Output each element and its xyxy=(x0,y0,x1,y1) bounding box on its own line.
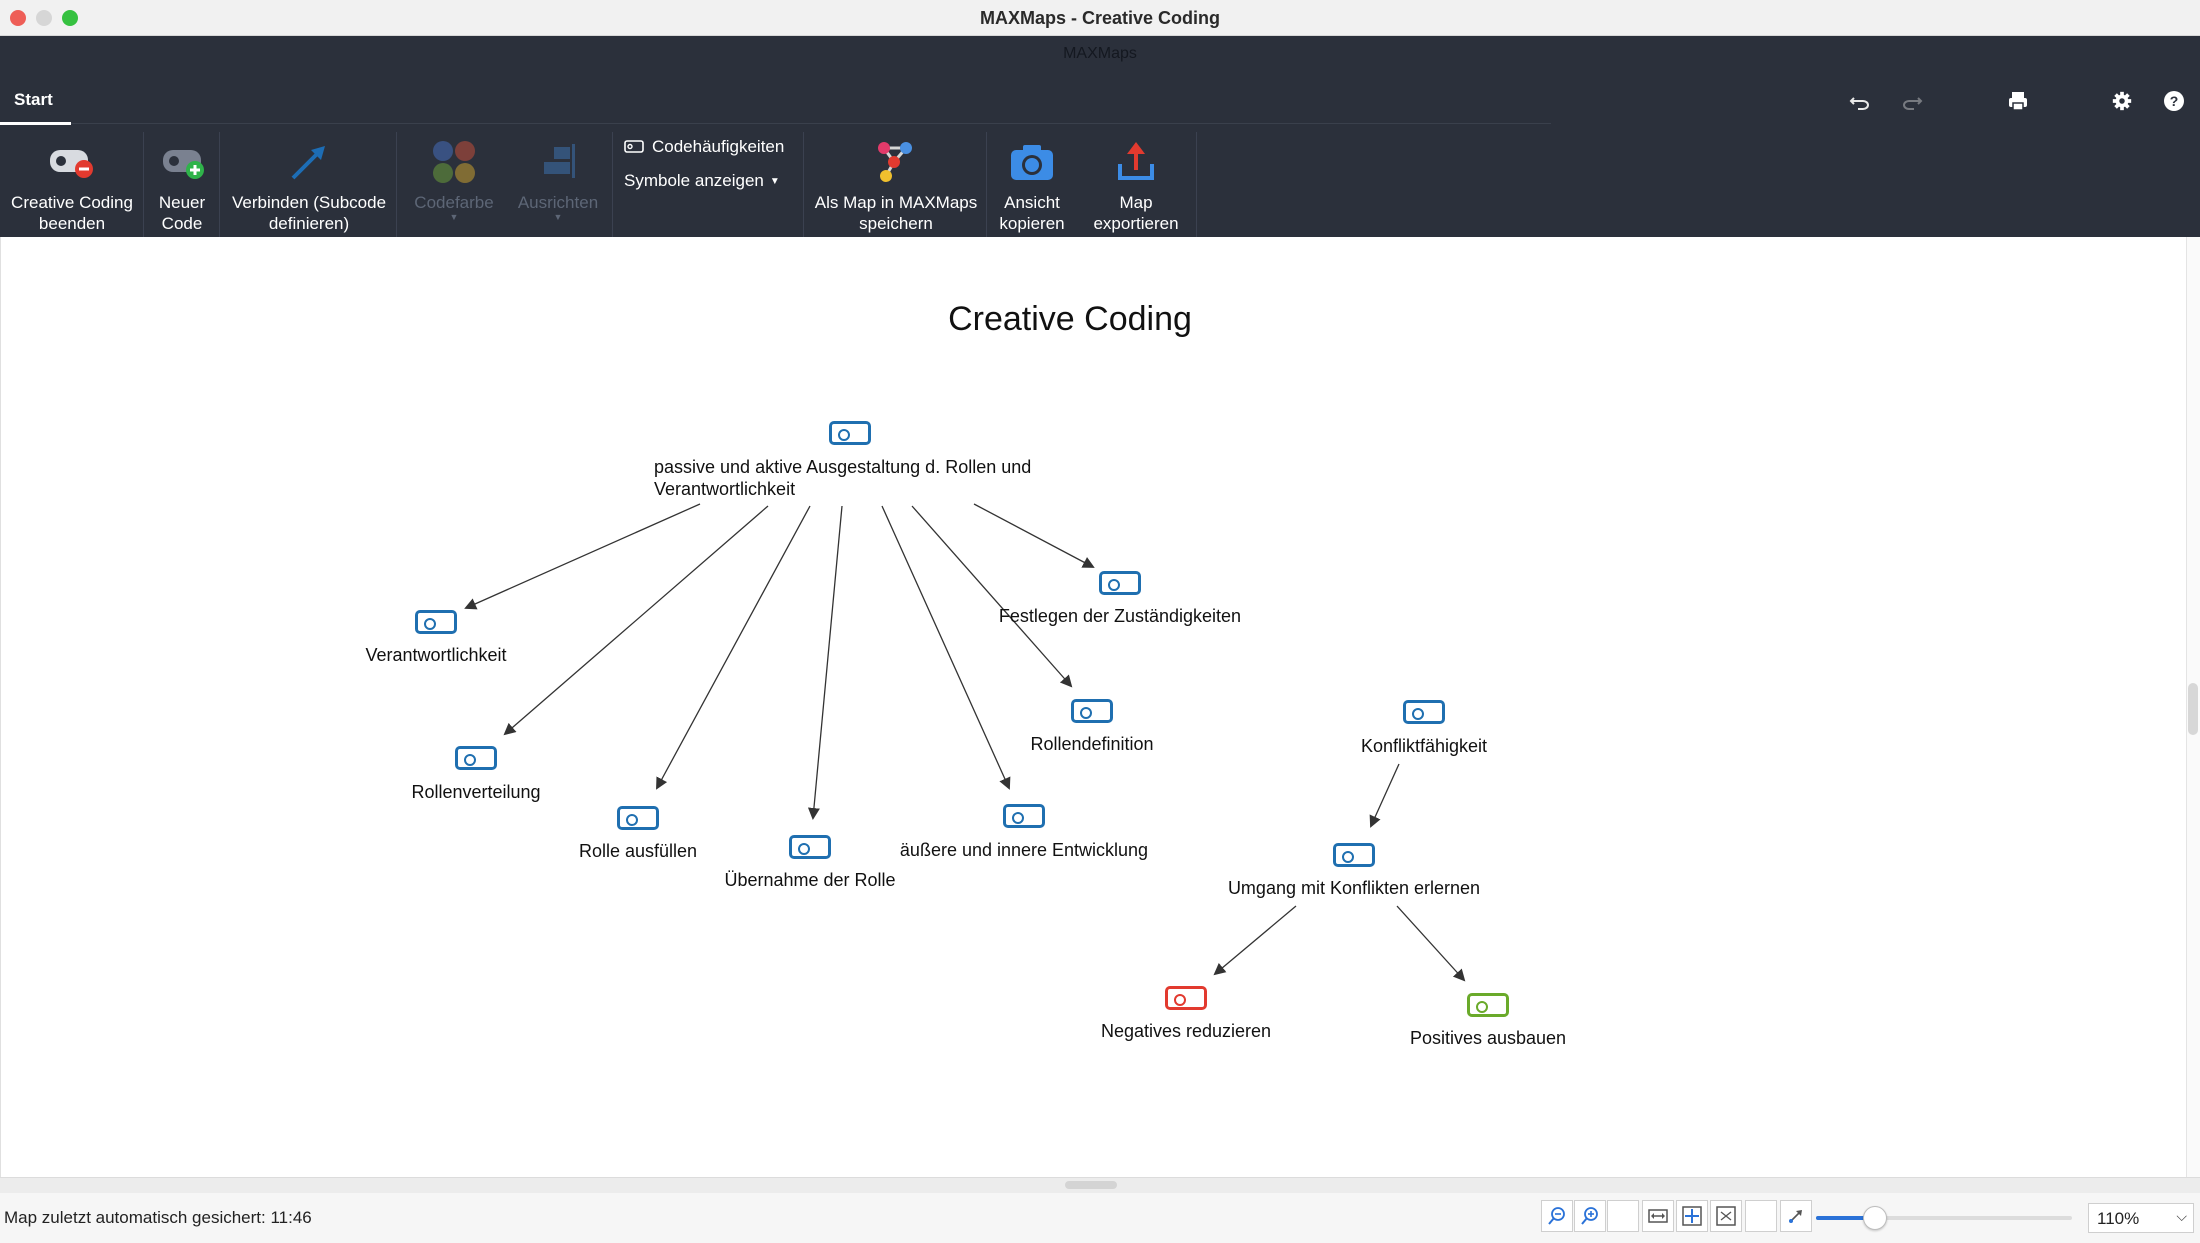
title-bar: MAXMaps - Creative Coding xyxy=(0,0,2200,36)
node-root-label[interactable]: passive und aktive Ausgestaltung d. Roll… xyxy=(654,457,1032,499)
align-icon xyxy=(508,132,608,192)
code-icon[interactable] xyxy=(1165,986,1207,1010)
code-icon[interactable] xyxy=(415,610,457,634)
align-button[interactable]: Ausrichten ▼ xyxy=(508,132,608,222)
connect-arrow-icon xyxy=(224,132,394,192)
code-icon[interactable] xyxy=(617,806,659,830)
code-frequencies-toggle[interactable]: Codehäufigkeiten xyxy=(624,137,784,157)
code-icon[interactable] xyxy=(1467,993,1509,1017)
maximize-window-button[interactable] xyxy=(62,10,78,26)
code-icon[interactable] xyxy=(1003,804,1045,828)
zoom-blank-button[interactable] xyxy=(1607,1200,1639,1232)
zoom-in-icon xyxy=(1581,1207,1598,1225)
node-uebernahme-label[interactable]: Übernahme der Rolle xyxy=(724,870,896,890)
node-verantwortlichkeit-label[interactable]: Verantwortlichkeit xyxy=(365,645,507,665)
zoom-in-button[interactable] xyxy=(1574,1200,1606,1232)
code-icon[interactable] xyxy=(1099,571,1141,595)
zoom-slider-fill xyxy=(1816,1216,1875,1220)
node-zustaendigkeiten-label[interactable]: Festlegen der Zuständigkeiten xyxy=(998,606,1242,626)
new-code-button[interactable]: Neuer Code xyxy=(150,132,214,234)
node-positives-label[interactable]: Positives ausbauen xyxy=(1409,1028,1567,1048)
code-icon[interactable] xyxy=(1333,843,1375,867)
export-upload-icon xyxy=(1086,132,1186,192)
color-palette-icon xyxy=(404,132,504,192)
node-umgang-label[interactable]: Umgang mit Konflikten erlernen xyxy=(1227,878,1481,898)
connect-subcode-button[interactable]: Verbinden (Subcode definieren) xyxy=(224,132,394,234)
zoom-level-select[interactable]: 110% ⌵ xyxy=(2088,1203,2194,1233)
zoom-slider-handle[interactable] xyxy=(1863,1206,1887,1230)
maxmaps-icon xyxy=(810,132,982,192)
show-symbols-dropdown[interactable]: Symbole anzeigen ▼ xyxy=(624,171,780,190)
chevron-down-icon: ▼ xyxy=(769,175,780,187)
code-icon[interactable] xyxy=(455,746,497,770)
print-icon[interactable] xyxy=(2005,88,2031,114)
fit-width-icon xyxy=(1648,1209,1668,1223)
zoom-out-icon xyxy=(1548,1207,1565,1225)
save-as-map-button[interactable]: Als Map in MAXMaps speichern xyxy=(810,132,982,234)
zoom-blank-button-2[interactable] xyxy=(1745,1200,1777,1232)
camera-icon xyxy=(992,132,1072,192)
code-icon[interactable] xyxy=(829,421,871,445)
new-code-icon xyxy=(150,132,214,192)
window-title: MAXMaps - Creative Coding xyxy=(979,8,1221,28)
node-entwicklung-label[interactable]: äußere und innere Entwicklung xyxy=(899,840,1149,860)
vertical-scroll-thumb[interactable] xyxy=(2188,683,2198,735)
tab-active-indicator xyxy=(0,122,71,125)
code-tag-small-icon xyxy=(624,140,644,153)
app-name: MAXMaps xyxy=(1063,45,1137,62)
close-window-button[interactable] xyxy=(10,10,26,26)
code-icon[interactable] xyxy=(1403,700,1445,724)
node-rollenverteilung-label[interactable]: Rollenverteilung xyxy=(411,782,541,802)
code-icon[interactable] xyxy=(1071,699,1113,723)
horizontal-scroll-thumb[interactable] xyxy=(1065,1181,1117,1189)
map-title[interactable]: Creative Coding xyxy=(948,300,1192,338)
zoom-slider-track[interactable] xyxy=(1816,1216,2072,1220)
reset-view-icon xyxy=(1789,1210,1802,1223)
fit-all-button[interactable] xyxy=(1676,1200,1708,1232)
reset-view-button[interactable] xyxy=(1780,1200,1812,1232)
ribbon: MAXMaps Start ? Creative Coding beenden … xyxy=(0,36,2200,270)
autosave-status: Map zuletzt automatisch gesichert: 11:46 xyxy=(4,1208,312,1227)
code-color-button[interactable]: Codefarbe ▼ xyxy=(404,132,504,222)
end-creative-coding-button[interactable]: Creative Coding beenden xyxy=(4,132,140,234)
fit-all-icon xyxy=(1682,1206,1702,1226)
node-rolle-ausfuellen-label[interactable]: Rolle ausfüllen xyxy=(578,841,698,861)
node-rollendefinition-label[interactable]: Rollendefinition xyxy=(1030,734,1154,754)
help-icon[interactable]: ? xyxy=(2161,88,2187,114)
settings-gear-icon[interactable] xyxy=(2109,88,2135,114)
tab-start[interactable]: Start xyxy=(14,90,53,109)
zoom-out-button[interactable] xyxy=(1541,1200,1573,1232)
end-coding-icon xyxy=(4,132,140,192)
svg-text:?: ? xyxy=(2170,93,2179,109)
map-canvas[interactable] xyxy=(0,237,2186,1177)
fit-width-button[interactable] xyxy=(1642,1200,1674,1232)
chevron-down-icon: ⌵ xyxy=(2176,1208,2187,1224)
export-map-button[interactable]: Map exportieren xyxy=(1086,132,1186,234)
tab-divider xyxy=(71,123,1551,124)
copy-view-button[interactable]: Ansicht kopieren xyxy=(992,132,1072,234)
minimize-window-button[interactable] xyxy=(36,10,52,26)
node-negatives-label[interactable]: Negatives reduzieren xyxy=(1100,1021,1272,1041)
code-icon[interactable] xyxy=(789,835,831,859)
redo-icon[interactable] xyxy=(1899,88,1925,114)
zoom-100-icon xyxy=(1716,1206,1736,1226)
undo-icon[interactable] xyxy=(1847,88,1873,114)
zoom-100-button[interactable] xyxy=(1710,1200,1742,1232)
node-konfliktfaehigkeit-label[interactable]: Konfliktfähigkeit xyxy=(1360,736,1488,756)
